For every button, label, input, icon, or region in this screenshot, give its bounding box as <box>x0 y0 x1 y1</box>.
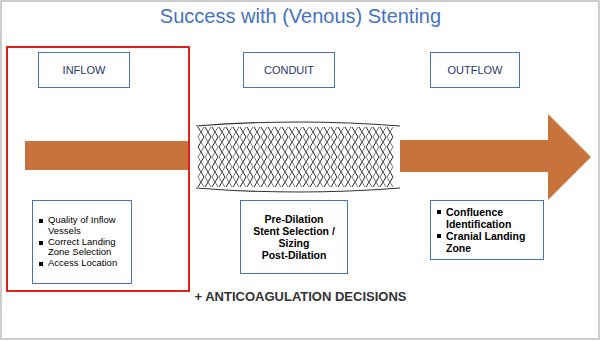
text-row: CONDUIT <box>264 64 314 77</box>
bullet <box>39 219 43 223</box>
step-text: Stent Selection / Sizing <box>247 225 341 249</box>
stage-heading-box: INFLOW <box>38 52 130 88</box>
stent-strut <box>380 127 386 187</box>
stent-strut <box>317 127 323 187</box>
stent-strut <box>247 127 253 187</box>
step-text: Pre-Dilation <box>265 213 324 225</box>
stent-strut <box>352 127 358 187</box>
stent-strut <box>296 127 302 187</box>
stent-strut <box>282 127 288 187</box>
stent-strut <box>247 127 253 187</box>
step-text: Access Location <box>48 258 117 269</box>
stent-strut <box>387 127 393 187</box>
stent-strut <box>261 127 267 187</box>
stent-strut <box>233 127 239 187</box>
text-row: Stent Selection / Sizing <box>247 225 341 249</box>
stent-strut <box>240 127 246 187</box>
stage-heading-box: OUTFLOW <box>430 52 520 88</box>
stent-strut <box>331 127 337 187</box>
step-list-box: Pre-DilationStent Selection / SizingPost… <box>240 200 348 274</box>
outflow-arrow <box>400 114 591 200</box>
stent-strut <box>226 127 232 187</box>
stent-strut <box>317 127 323 187</box>
step-text: Post-Dilation <box>262 249 327 261</box>
stent-strut <box>296 127 302 187</box>
text-row: INFLOW <box>63 64 106 77</box>
text-row: Quality of Inflow Vessels <box>39 215 125 237</box>
text-row: Cranial Landing Zone <box>437 230 537 254</box>
highlight-frame <box>7 47 189 291</box>
stent-strut <box>275 127 281 187</box>
stage-heading: OUTFLOW <box>448 64 503 77</box>
bullet <box>39 262 43 266</box>
stent-strut <box>303 127 309 187</box>
stent-strut <box>254 127 260 187</box>
bullet <box>39 241 43 245</box>
stent-strut <box>261 127 267 187</box>
stent-strut <box>345 127 351 187</box>
step-text: Quality of Inflow Vessels <box>48 215 125 237</box>
stent-strut <box>205 127 211 187</box>
stent-strut <box>212 127 218 187</box>
stent-strut <box>366 127 372 187</box>
stent-strut <box>282 127 288 187</box>
stent-strut <box>310 127 316 187</box>
step-text: Confluence Identification <box>446 206 537 230</box>
stent-edge <box>196 122 400 126</box>
stent-strut <box>240 127 246 187</box>
bullet <box>437 234 441 238</box>
step-list-box: Confluence IdentificationCranial Landing… <box>430 200 544 260</box>
stent-strut <box>275 127 281 187</box>
stent-edge <box>196 188 400 192</box>
stent-strut <box>373 127 379 187</box>
text-row: Pre-Dilation <box>265 213 324 225</box>
text-row: Access Location <box>39 258 125 269</box>
stage-heading: CONDUIT <box>264 64 314 77</box>
stent-strut <box>212 127 218 187</box>
stage-heading: INFLOW <box>63 64 106 77</box>
stent-strut <box>198 127 204 187</box>
stent-strut <box>345 127 351 187</box>
stent-strut <box>268 127 274 187</box>
stent-strut <box>359 127 365 187</box>
slide-title: Success with (Venous) Stenting <box>0 5 601 28</box>
stent-strut <box>324 127 330 187</box>
footer-note: + ANTICOAGULATION DECISIONS <box>0 289 601 304</box>
stent-strut <box>352 127 358 187</box>
step-text: Correct Landing Zone Selection <box>48 237 125 259</box>
stent-strut <box>289 127 295 187</box>
text-row: Post-Dilation <box>262 249 327 261</box>
stent-strut <box>233 127 239 187</box>
stent-strut <box>387 127 393 187</box>
stent-illustration <box>196 122 400 192</box>
stent-strut <box>359 127 365 187</box>
stent-strut <box>289 127 295 187</box>
stent-strut <box>226 127 232 187</box>
stent-strut <box>268 127 274 187</box>
stent-strut <box>380 127 386 187</box>
stent-strut <box>366 127 372 187</box>
stent-strut <box>205 127 211 187</box>
stent-strut <box>254 127 260 187</box>
stent-strut <box>219 127 225 187</box>
stent-strut <box>331 127 337 187</box>
text-row: Correct Landing Zone Selection <box>39 237 125 259</box>
step-list-box: Quality of Inflow VesselsCorrect Landing… <box>32 200 132 284</box>
text-row: OUTFLOW <box>448 64 503 77</box>
step-text: Cranial Landing Zone <box>446 230 537 254</box>
stage-heading-box: CONDUIT <box>243 52 335 88</box>
stent-strut <box>338 127 344 187</box>
stent-strut <box>219 127 225 187</box>
stent-strut <box>198 127 204 187</box>
stent-strut <box>310 127 316 187</box>
text-row: Confluence Identification <box>437 206 537 230</box>
stent-strut <box>324 127 330 187</box>
stent-strut <box>373 127 379 187</box>
bullet <box>437 210 441 214</box>
stent-strut <box>303 127 309 187</box>
stent-strut <box>338 127 344 187</box>
inflow-bar <box>25 141 188 170</box>
